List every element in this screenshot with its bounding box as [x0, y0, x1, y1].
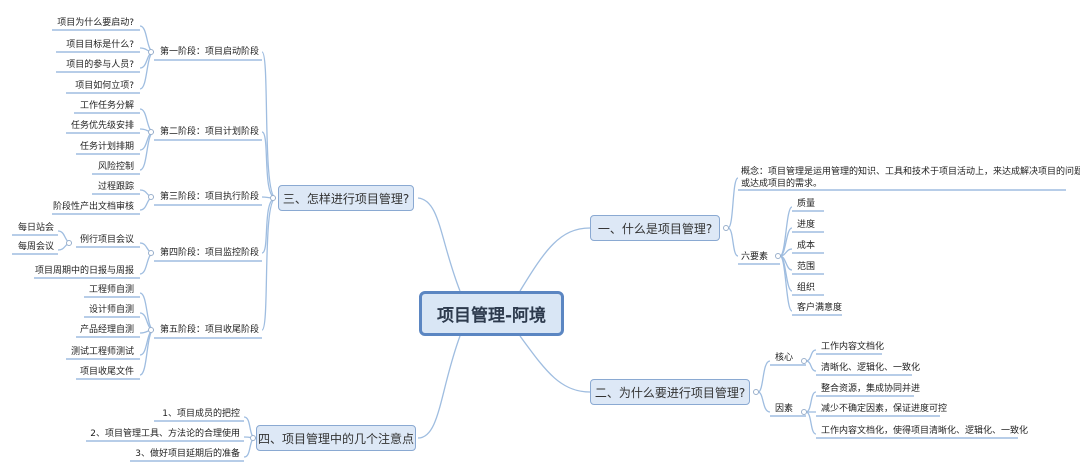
stage-4-label[interactable]: 第四阶段：项目监控阶段 [160, 248, 260, 258]
stage-2-item[interactable]: 工作任务分解 [79, 101, 134, 111]
collapse-toggle-icon[interactable] [148, 194, 154, 200]
stage-4-item[interactable]: 项目周期中的日报与周报 [34, 266, 134, 276]
note-item[interactable]: 1、项目成员的把控 [162, 409, 240, 419]
stage-5-item[interactable]: 项目收尾文件 [79, 367, 134, 377]
collapse-toggle-icon[interactable] [148, 327, 154, 333]
collapse-toggle-icon[interactable] [148, 250, 154, 256]
meeting-sub-item[interactable]: 每周会议 [18, 242, 55, 252]
concept-text-line-2[interactable]: 或达成项目的需求。 [741, 179, 823, 189]
branch-how-pm[interactable]: 三、怎样进行项目管理? [278, 185, 414, 211]
stage-5-item[interactable]: 测试工程师测试 [70, 347, 134, 357]
root-topic[interactable]: 项目管理-阿境 [419, 291, 564, 336]
note-item[interactable]: 2、项目管理工具、方法论的合理使用 [90, 429, 240, 439]
branch-why-pm[interactable]: 二、为什么要进行项目管理? [590, 379, 750, 405]
six-elements-label[interactable]: 六要素 [741, 252, 769, 262]
collapse-toggle-icon[interactable] [148, 49, 154, 55]
stage-1-label[interactable]: 第一阶段：项目启动阶段 [160, 47, 260, 57]
branch-notes[interactable]: 四、项目管理中的几个注意点 [256, 425, 416, 451]
note-item[interactable]: 3、做好项目延期后的准备 [135, 449, 240, 459]
stage-5-item[interactable]: 设计师自测 [88, 305, 134, 315]
element-item[interactable]: 成本 [797, 241, 816, 251]
collapse-toggle-icon[interactable] [66, 240, 72, 246]
element-item[interactable]: 范围 [797, 262, 816, 272]
stage-2-item[interactable]: 任务计划排期 [79, 142, 134, 152]
collapse-toggle-icon[interactable] [250, 435, 256, 441]
core-label[interactable]: 核心 [775, 353, 794, 363]
stage-5-item[interactable]: 产品经理自测 [79, 325, 134, 335]
element-item[interactable]: 进度 [797, 220, 816, 230]
element-item[interactable]: 组织 [797, 283, 816, 293]
factor-item[interactable]: 工作内容文档化，使得项目清晰化、逻辑化、一致化 [821, 426, 1029, 436]
collapse-toggle-icon[interactable] [801, 358, 807, 364]
stage-2-label[interactable]: 第二阶段：项目计划阶段 [160, 127, 260, 137]
stage-5-label[interactable]: 第五阶段：项目收尾阶段 [160, 325, 260, 335]
factor-label[interactable]: 因素 [775, 404, 794, 414]
stage-2-item[interactable]: 任务优先级安排 [70, 121, 134, 131]
collapse-toggle-icon[interactable] [148, 129, 154, 135]
stage-5-item[interactable]: 工程师自测 [88, 285, 134, 295]
meeting-sub-item[interactable]: 每日站会 [18, 223, 55, 233]
stage-4-item[interactable]: 例行项目会议 [79, 235, 134, 245]
collapse-toggle-icon[interactable] [801, 409, 807, 415]
stage-3-item[interactable]: 阶段性产出文档审核 [52, 202, 134, 212]
core-item[interactable]: 清晰化、逻辑化、一致化 [821, 363, 921, 373]
collapse-toggle-icon[interactable] [775, 253, 781, 259]
stage-1-item[interactable]: 项目如何立项? [75, 81, 134, 91]
concept-text-line-1[interactable]: 概念：项目管理是运用管理的知识、工具和技术于项目活动上，来达成解决项目的问题 [741, 167, 1080, 177]
stage-2-item[interactable]: 风险控制 [97, 162, 134, 172]
core-item[interactable]: 工作内容文档化 [821, 342, 885, 352]
collapse-toggle-icon[interactable] [723, 225, 729, 231]
stage-1-item[interactable]: 项目为什么要启动? [57, 18, 134, 28]
stage-1-item[interactable]: 项目目标是什么? [66, 40, 134, 50]
collapse-toggle-icon[interactable] [753, 389, 759, 395]
stage-3-item[interactable]: 过程跟踪 [97, 182, 134, 192]
factor-item[interactable]: 减少不确定因素，保证进度可控 [821, 404, 948, 414]
branch-what-is-pm[interactable]: 一、什么是项目管理? [590, 215, 720, 241]
stage-3-label[interactable]: 第三阶段：项目执行阶段 [160, 192, 260, 202]
collapse-toggle-icon[interactable] [270, 195, 276, 201]
stage-1-item[interactable]: 项目的参与人员? [66, 60, 134, 70]
factor-item[interactable]: 整合资源，集成协同并进 [821, 384, 921, 394]
element-item[interactable]: 客户满意度 [797, 303, 843, 313]
element-item[interactable]: 质量 [797, 199, 816, 209]
